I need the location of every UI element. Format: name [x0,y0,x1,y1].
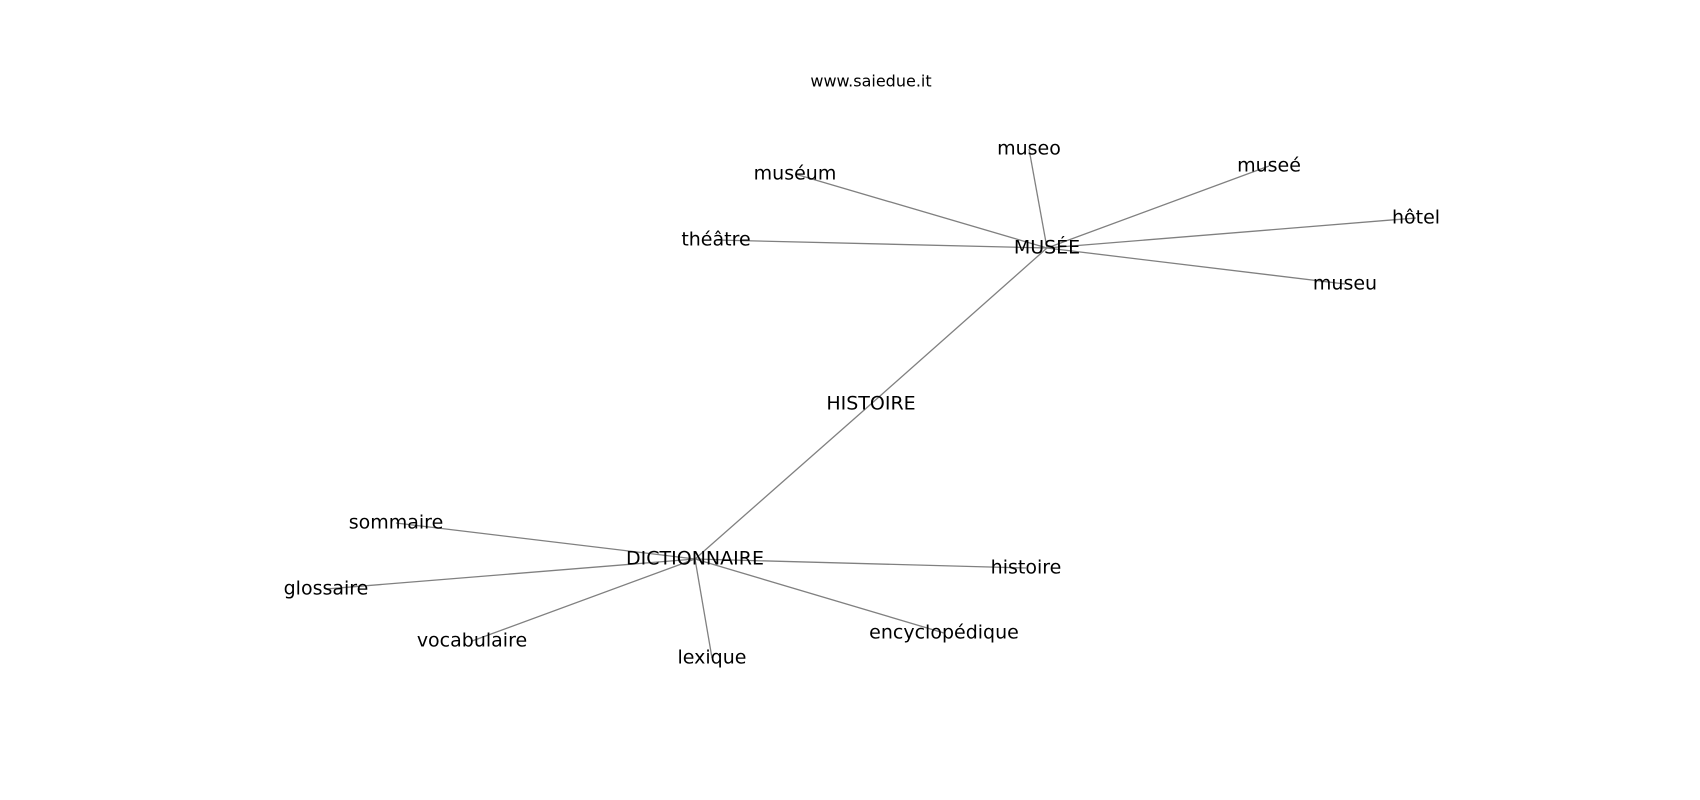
edges-layer [325,148,1417,659]
edge-musee_c-hotel [1046,217,1417,249]
node-musee_c: MUSÉE [1014,236,1080,259]
nodes-layer: HISTOIRE MUSÉE DICTIONNAIRE museo muséum muse… [284,138,1440,669]
edge-musee_c-museo [1028,148,1048,249]
node-dictionnaire_c: DICTIONNAIRE [626,548,764,570]
edge-dictionnaire_c-encyclopedique [694,558,945,634]
edge-dictionnaire_c-glossaire [325,558,696,590]
edge-histoire_c-musee_c [870,247,1048,405]
edge-histoire_c-dictionnaire_c [694,403,872,560]
edge-musee_c-musee2 [1046,165,1270,249]
node-glossaire: glossaire [284,578,369,600]
edge-dictionnaire_c-sommaire [395,522,696,560]
edge-dictionnaire_c-histoire [694,558,1027,569]
source-watermark: www.saiedue.it [810,72,931,91]
edge-dictionnaire_c-vocabulaire [471,558,696,642]
edge-musee_c-museum [794,173,1048,249]
node-vocabulaire: vocabulaire [417,630,527,652]
node-lexique: lexique [678,647,747,669]
node-museu: museu [1313,273,1377,295]
edge-dictionnaire_c-lexique [694,558,713,659]
node-histoire: histoire [991,557,1062,579]
node-museo: museo [997,138,1061,160]
node-museum: muséum [754,163,837,185]
edge-musee_c-theatre [715,239,1048,249]
edge-musee_c-museu [1046,247,1346,285]
node-encyclopedique: encyclopédique [869,622,1019,644]
node-musee2: museé [1237,155,1301,177]
node-hotel: hôtel [1392,207,1440,229]
node-theatre: théâtre [681,229,750,251]
node-histoire_c: HISTOIRE [826,393,915,415]
node-sommaire: sommaire [349,512,444,534]
